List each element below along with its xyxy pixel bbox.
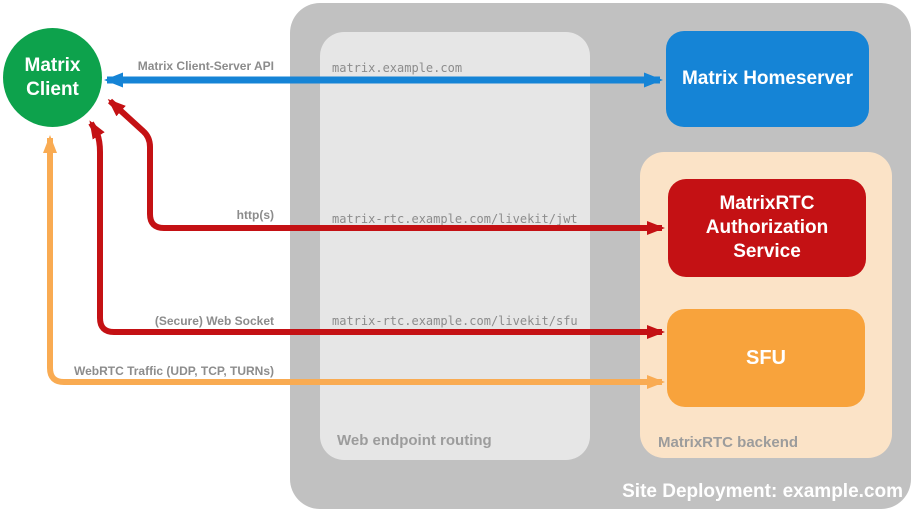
matrix-homeserver-node: Matrix Homeserver bbox=[666, 31, 869, 127]
endpoint-url-sfu: matrix-rtc.example.com/livekit/sfu bbox=[332, 314, 578, 328]
endpoint-url-homeserver: matrix.example.com bbox=[332, 61, 463, 75]
matrix-client-label-line2: Client bbox=[26, 78, 79, 100]
https-arrow-label: http(s) bbox=[236, 208, 274, 222]
endpoint-url-jwt: matrix-rtc.example.com/livekit/jwt bbox=[332, 212, 578, 226]
web-endpoint-routing-panel bbox=[320, 32, 590, 460]
matrix-homeserver-label: Matrix Homeserver bbox=[681, 68, 854, 90]
web-endpoint-routing-label: Web endpoint routing bbox=[337, 432, 492, 449]
site-deployment-title: Site Deployment: example.com bbox=[622, 481, 903, 502]
websocket-arrow-label: (Secure) Web Socket bbox=[154, 314, 274, 328]
auth-service-label: MatrixRTC Authorization Service bbox=[705, 193, 829, 262]
cs-api-arrow-label: Matrix Client-Server API bbox=[137, 59, 274, 73]
sfu-node: SFU bbox=[667, 309, 865, 407]
webrtc-arrow-label: WebRTC Traffic (UDP, TCP, TURNs) bbox=[73, 364, 274, 378]
auth-service-node: MatrixRTC Authorization Service bbox=[668, 179, 866, 277]
matrixrtc-backend-label: MatrixRTC backend bbox=[658, 434, 799, 451]
matrix-client-node: Matrix Client bbox=[3, 28, 102, 127]
sfu-label: SFU bbox=[746, 346, 786, 369]
matrix-client-label-line1: Matrix bbox=[24, 54, 81, 76]
